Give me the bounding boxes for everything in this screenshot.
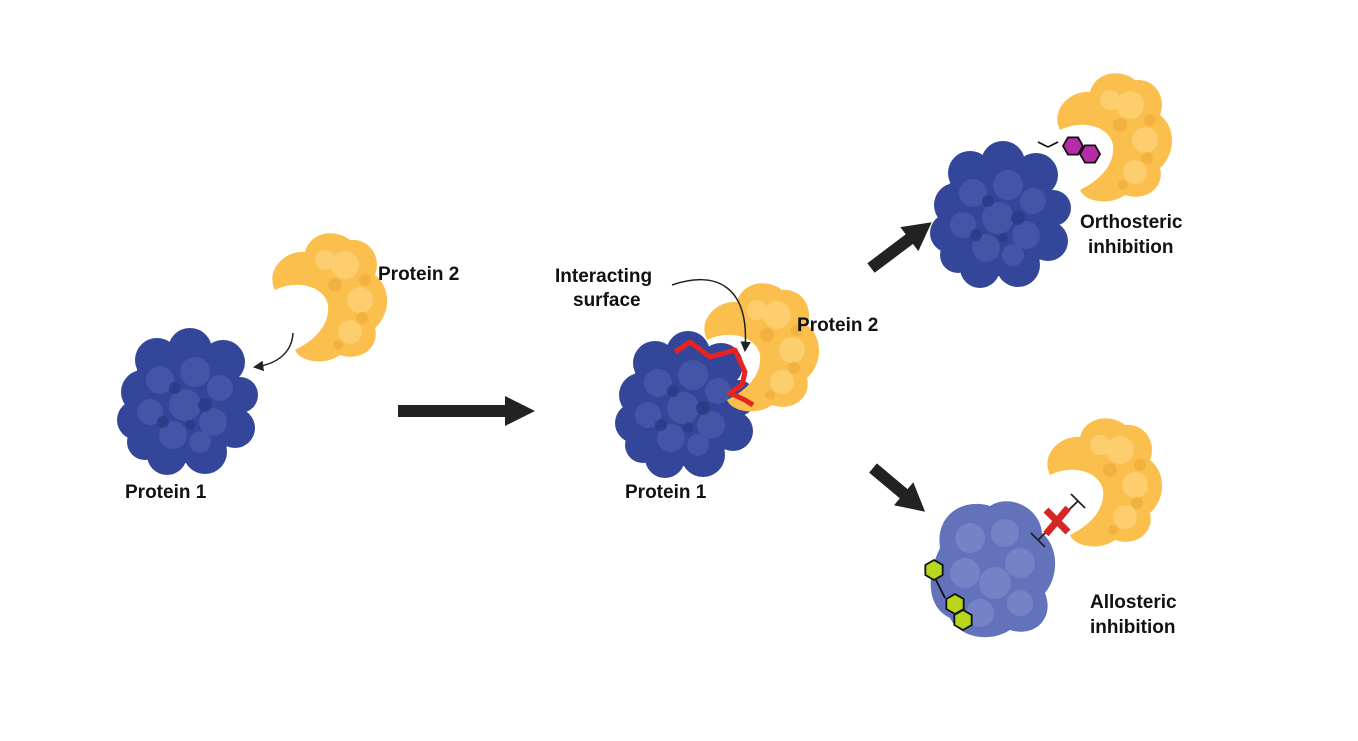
protein2-mid-label: Protein 2 [797, 315, 878, 336]
protein1-left-icon [117, 328, 258, 475]
allosteric-label-line1: Allosteric [1090, 592, 1177, 613]
hexagon-chain-ligand-icon [924, 559, 973, 631]
protein2-left-icon [272, 233, 388, 362]
protein1-left-label: Protein 1 [125, 482, 207, 503]
allosteric-label-line2: inhibition [1090, 617, 1175, 638]
protein1-allosteric-icon [930, 501, 1056, 638]
interacting-surface-label-line2: surface [573, 290, 641, 311]
interacting-surface-label-line1: Interacting [555, 266, 652, 287]
interacting-surface-arrow [671, 278, 751, 353]
binding-arrow [398, 396, 535, 426]
orthosteric-label-line2: inhibition [1088, 237, 1173, 258]
protein2-left-label: Protein 2 [378, 264, 459, 285]
orthosteric-branch-arrow [867, 222, 932, 273]
protein1-orthosteric-icon [930, 141, 1071, 288]
protein1-mid-label: Protein 1 [625, 482, 707, 503]
orthosteric-label-line1: Orthosteric [1080, 212, 1183, 233]
allosteric-branch-arrow [869, 463, 926, 512]
red-cross-icon [1043, 505, 1071, 537]
interacting-surface-outline [673, 339, 755, 408]
approach-arrow [252, 332, 294, 372]
naphthalene-ligand-icon [1037, 132, 1104, 168]
